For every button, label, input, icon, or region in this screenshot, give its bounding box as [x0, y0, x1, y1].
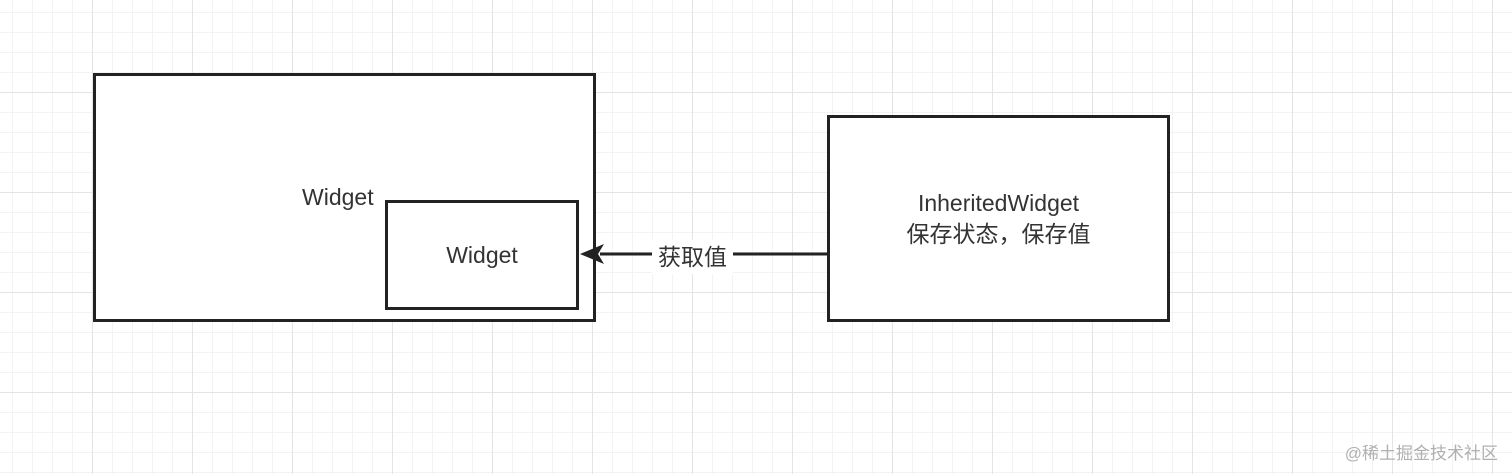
inner-widget-node[interactable]: Widget: [385, 200, 579, 310]
inner-widget-label: Widget: [446, 241, 518, 268]
arrowhead-icon: [580, 244, 604, 264]
watermark: @稀土掘金技术社区: [1344, 444, 1498, 463]
inherited-widget-title: InheritedWidget: [917, 189, 1080, 216]
inherited-widget-node[interactable]: InheritedWidget 保存状态，保存值: [827, 115, 1170, 322]
outer-widget-label: Widget: [302, 184, 374, 210]
edge-label: 获取值: [652, 240, 733, 274]
inherited-widget-description: 保存状态，保存值: [906, 220, 1091, 247]
